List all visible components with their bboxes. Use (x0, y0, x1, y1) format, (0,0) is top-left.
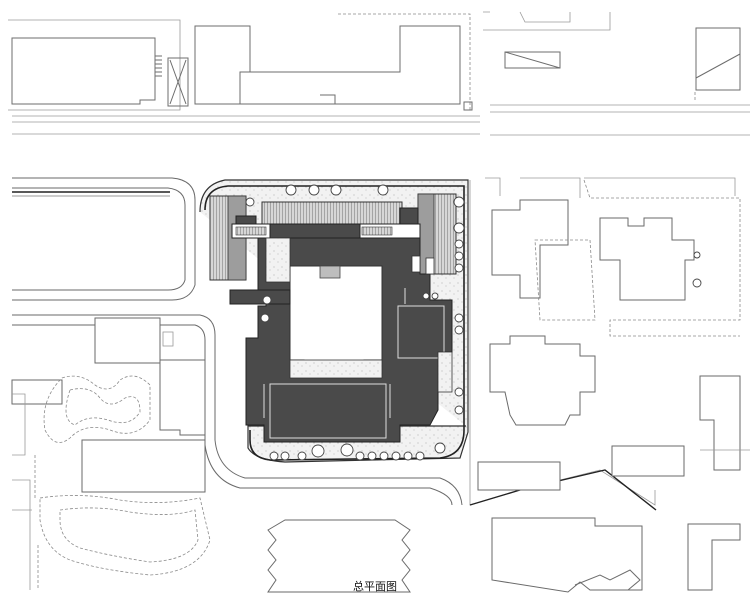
south-building-1 (267, 519, 411, 593)
east-building-5 (611, 445, 685, 477)
south-building-3 (687, 523, 741, 591)
east-building-1 (491, 199, 569, 299)
west-roads (12, 177, 463, 506)
south-hall (269, 383, 387, 439)
north-block-outline (8, 19, 181, 111)
north-context (8, 11, 750, 136)
north-dashed-boundary (338, 13, 471, 112)
sw-garden-path-2 (39, 495, 211, 576)
north-bar-dark (269, 223, 361, 239)
sw-building-2 (159, 359, 206, 436)
north-road-edges (12, 115, 480, 135)
east-building-2 (599, 217, 695, 301)
north-kiosk (167, 57, 189, 107)
north-building-east (194, 25, 461, 105)
northeast-kiosk (504, 51, 561, 69)
west-road-loop-outer (12, 177, 196, 301)
north-roof-block (261, 201, 403, 225)
west-arm (229, 289, 291, 305)
southwest-context (11, 317, 211, 590)
project-site (199, 179, 469, 463)
east-building-6 (699, 375, 741, 471)
sw-garden-path-1 (43, 375, 151, 443)
trees (245, 184, 465, 461)
north-kiosk-cross (169, 59, 187, 105)
northeast-building (695, 27, 741, 91)
sw-building-4 (11, 379, 63, 405)
northeast-road-edges (483, 11, 750, 136)
south-context (267, 517, 741, 593)
south-building-2 (491, 517, 643, 593)
site-boundary-line (469, 469, 657, 511)
east-building-3 (489, 335, 596, 426)
east-building-4 (477, 461, 561, 491)
north-building-west (11, 37, 156, 105)
drawing-caption: 总平面图 (353, 580, 397, 593)
sw-building-3 (81, 439, 206, 493)
central-courtyard (289, 265, 383, 367)
sw-building-1 (94, 317, 161, 364)
west-road-loop-inner (12, 187, 186, 291)
east-context (469, 177, 750, 511)
east-hall (397, 305, 445, 359)
